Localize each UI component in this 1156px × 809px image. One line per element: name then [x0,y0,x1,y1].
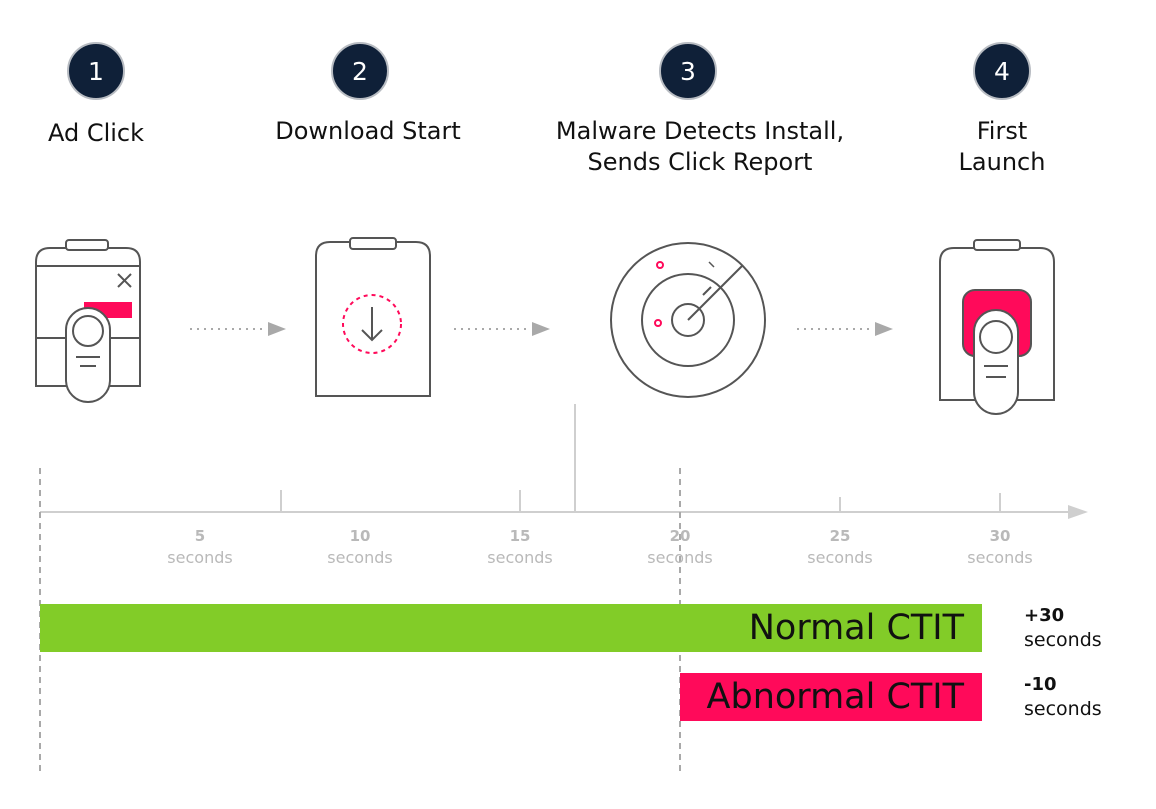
phone-app-tap-icon [939,239,1055,415]
step-4-number: 4 [973,42,1031,100]
radar-icon [610,242,766,398]
step-1-number: 1 [67,42,125,100]
step-2-number: 2 [331,42,389,100]
step-1-title: Ad Click [47,119,145,147]
step-4-title: First Launch [958,117,1046,176]
abnormal-ctit-label: Abnormal CTIT [706,677,964,717]
abnormal-ctit-bar: Abnormal CTIT [680,673,982,721]
phone-ad-tap-icon [35,239,141,403]
flow-arrow-2-head [532,322,550,336]
step-3-title: Malware Detects Install, Sends Click Rep… [555,117,845,176]
phone-download-icon [315,237,431,397]
step-3-number: 3 [659,42,717,100]
flow-arrow-1-head [268,322,286,336]
timeline-arrowhead [1068,505,1088,519]
normal-ctit-label: Normal CTIT [748,608,964,648]
flow-arrow-3-head [875,322,893,336]
normal-ctit-bar: Normal CTIT [40,604,982,652]
step-2-title: Download Start [275,117,461,145]
